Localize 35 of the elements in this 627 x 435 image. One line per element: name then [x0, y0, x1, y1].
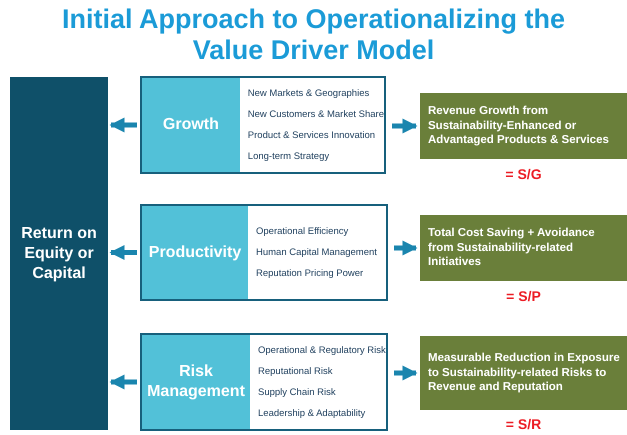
- driver-factor: Supply Chain Risk: [258, 386, 337, 400]
- driver-factor: Operational Efficiency: [256, 224, 350, 238]
- arrow: [110, 374, 137, 390]
- outcome-label: Return on Equity or Capital: [20, 224, 98, 284]
- formula-label: = S/P: [505, 288, 542, 304]
- driver-label: Growth: [142, 78, 240, 172]
- result-text: Measurable Reduction in Exposure to Sustainability-related Risks to Revenue and Reputation: [428, 351, 621, 395]
- arrow: [110, 245, 137, 260]
- driver-label: Productivity: [142, 206, 248, 299]
- arrow: [394, 366, 418, 380]
- driver-factor: New Customers & Market Share: [248, 108, 384, 122]
- value-driver-box: [140, 333, 388, 431]
- formula-label: = S/R: [504, 416, 542, 432]
- driver-factor: Human Capital Management: [256, 246, 377, 260]
- value-driver-box: [140, 204, 388, 301]
- result-text: Revenue Growth from Sustainability-Enhanced or Advantaged Products & Services: [428, 104, 610, 148]
- result-box: [420, 215, 627, 281]
- driver-factor: Long-term Strategy: [248, 150, 330, 164]
- diagram-title: Initial Approach to Operationalizing the Value Driver Model: [60, 4, 566, 66]
- arrow: [394, 240, 418, 256]
- driver-factor: Operational & Regulatory Risk: [258, 344, 386, 358]
- formula-label: = S/G: [504, 166, 543, 182]
- outcome-box: [10, 77, 108, 430]
- result-box: [420, 93, 627, 159]
- arrow: [110, 118, 137, 132]
- driver-label: Risk Management: [142, 335, 250, 429]
- driver-factor: Product & Services Innovation: [248, 128, 376, 142]
- driver-factor: Reputational Risk: [258, 364, 334, 378]
- value-driver-box: [140, 76, 386, 174]
- result-text: Total Cost Saving + Avoidance from Sustainability-related Initiatives: [428, 226, 596, 270]
- driver-factor: New Markets & Geographies: [248, 86, 370, 100]
- driver-factor: Reputation Pricing Power: [256, 266, 364, 280]
- result-box: [420, 336, 627, 410]
- arrow: [392, 118, 418, 134]
- driver-factor: Leadership & Adaptability: [258, 406, 366, 420]
